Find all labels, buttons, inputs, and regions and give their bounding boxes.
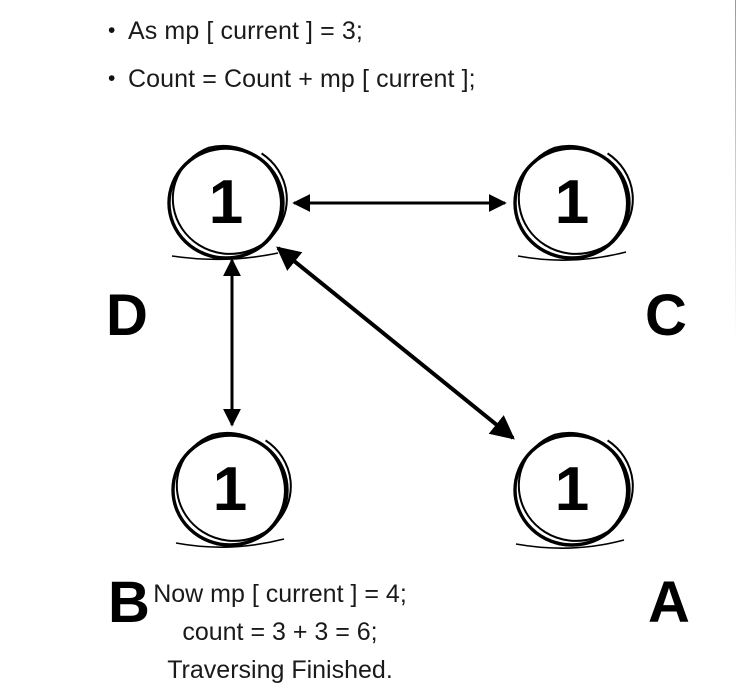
- graph-node-d[interactable]: 1: [167, 146, 285, 260]
- node-circle-b: [171, 431, 292, 548]
- node-circle-c: [513, 144, 634, 261]
- list-item: • As mp [ current ] = 3;: [108, 14, 708, 48]
- caption-line: Now mp [ current ] = 4;: [153, 580, 407, 608]
- node-circle-a: [513, 431, 634, 549]
- bullet-dot-icon: •: [108, 67, 116, 90]
- graph-node-b[interactable]: 1: [171, 433, 289, 547]
- bullet-dot-icon: •: [108, 19, 116, 42]
- node-value: 1: [212, 455, 248, 524]
- caption-line: count = 3 + 3 = 6;: [182, 618, 378, 646]
- node-label-a: A: [648, 570, 690, 635]
- node-value: 1: [208, 168, 244, 237]
- caption-line: Traversing Finished.: [167, 656, 393, 684]
- list-item: • Count = Count + mp [ current ];: [108, 62, 708, 96]
- graph-edges-layer: [167, 144, 634, 549]
- graph-diagram: 1 1 1 1 D C B A: [0, 120, 746, 632]
- bullet-text: As mp [ current ] = 3;: [128, 17, 363, 45]
- bullet-text: Count = Count + mp [ current ];: [128, 65, 476, 93]
- node-value: 1: [554, 168, 590, 237]
- edge-d-a: [276, 246, 515, 440]
- graph-node-a[interactable]: 1: [513, 433, 631, 547]
- node-label-b: B: [108, 570, 150, 635]
- node-circle-d: [167, 144, 288, 261]
- node-label-d: D: [106, 283, 148, 348]
- page-edge-line: [735, 0, 736, 340]
- graph-node-c[interactable]: 1: [513, 146, 631, 260]
- node-value: 1: [554, 455, 590, 524]
- node-label-c: C: [645, 283, 687, 348]
- bullet-list: • As mp [ current ] = 3; • Count = Count…: [108, 14, 708, 110]
- caption-block: Now mp [ current ] = 4; count = 3 + 3 = …: [0, 575, 560, 689]
